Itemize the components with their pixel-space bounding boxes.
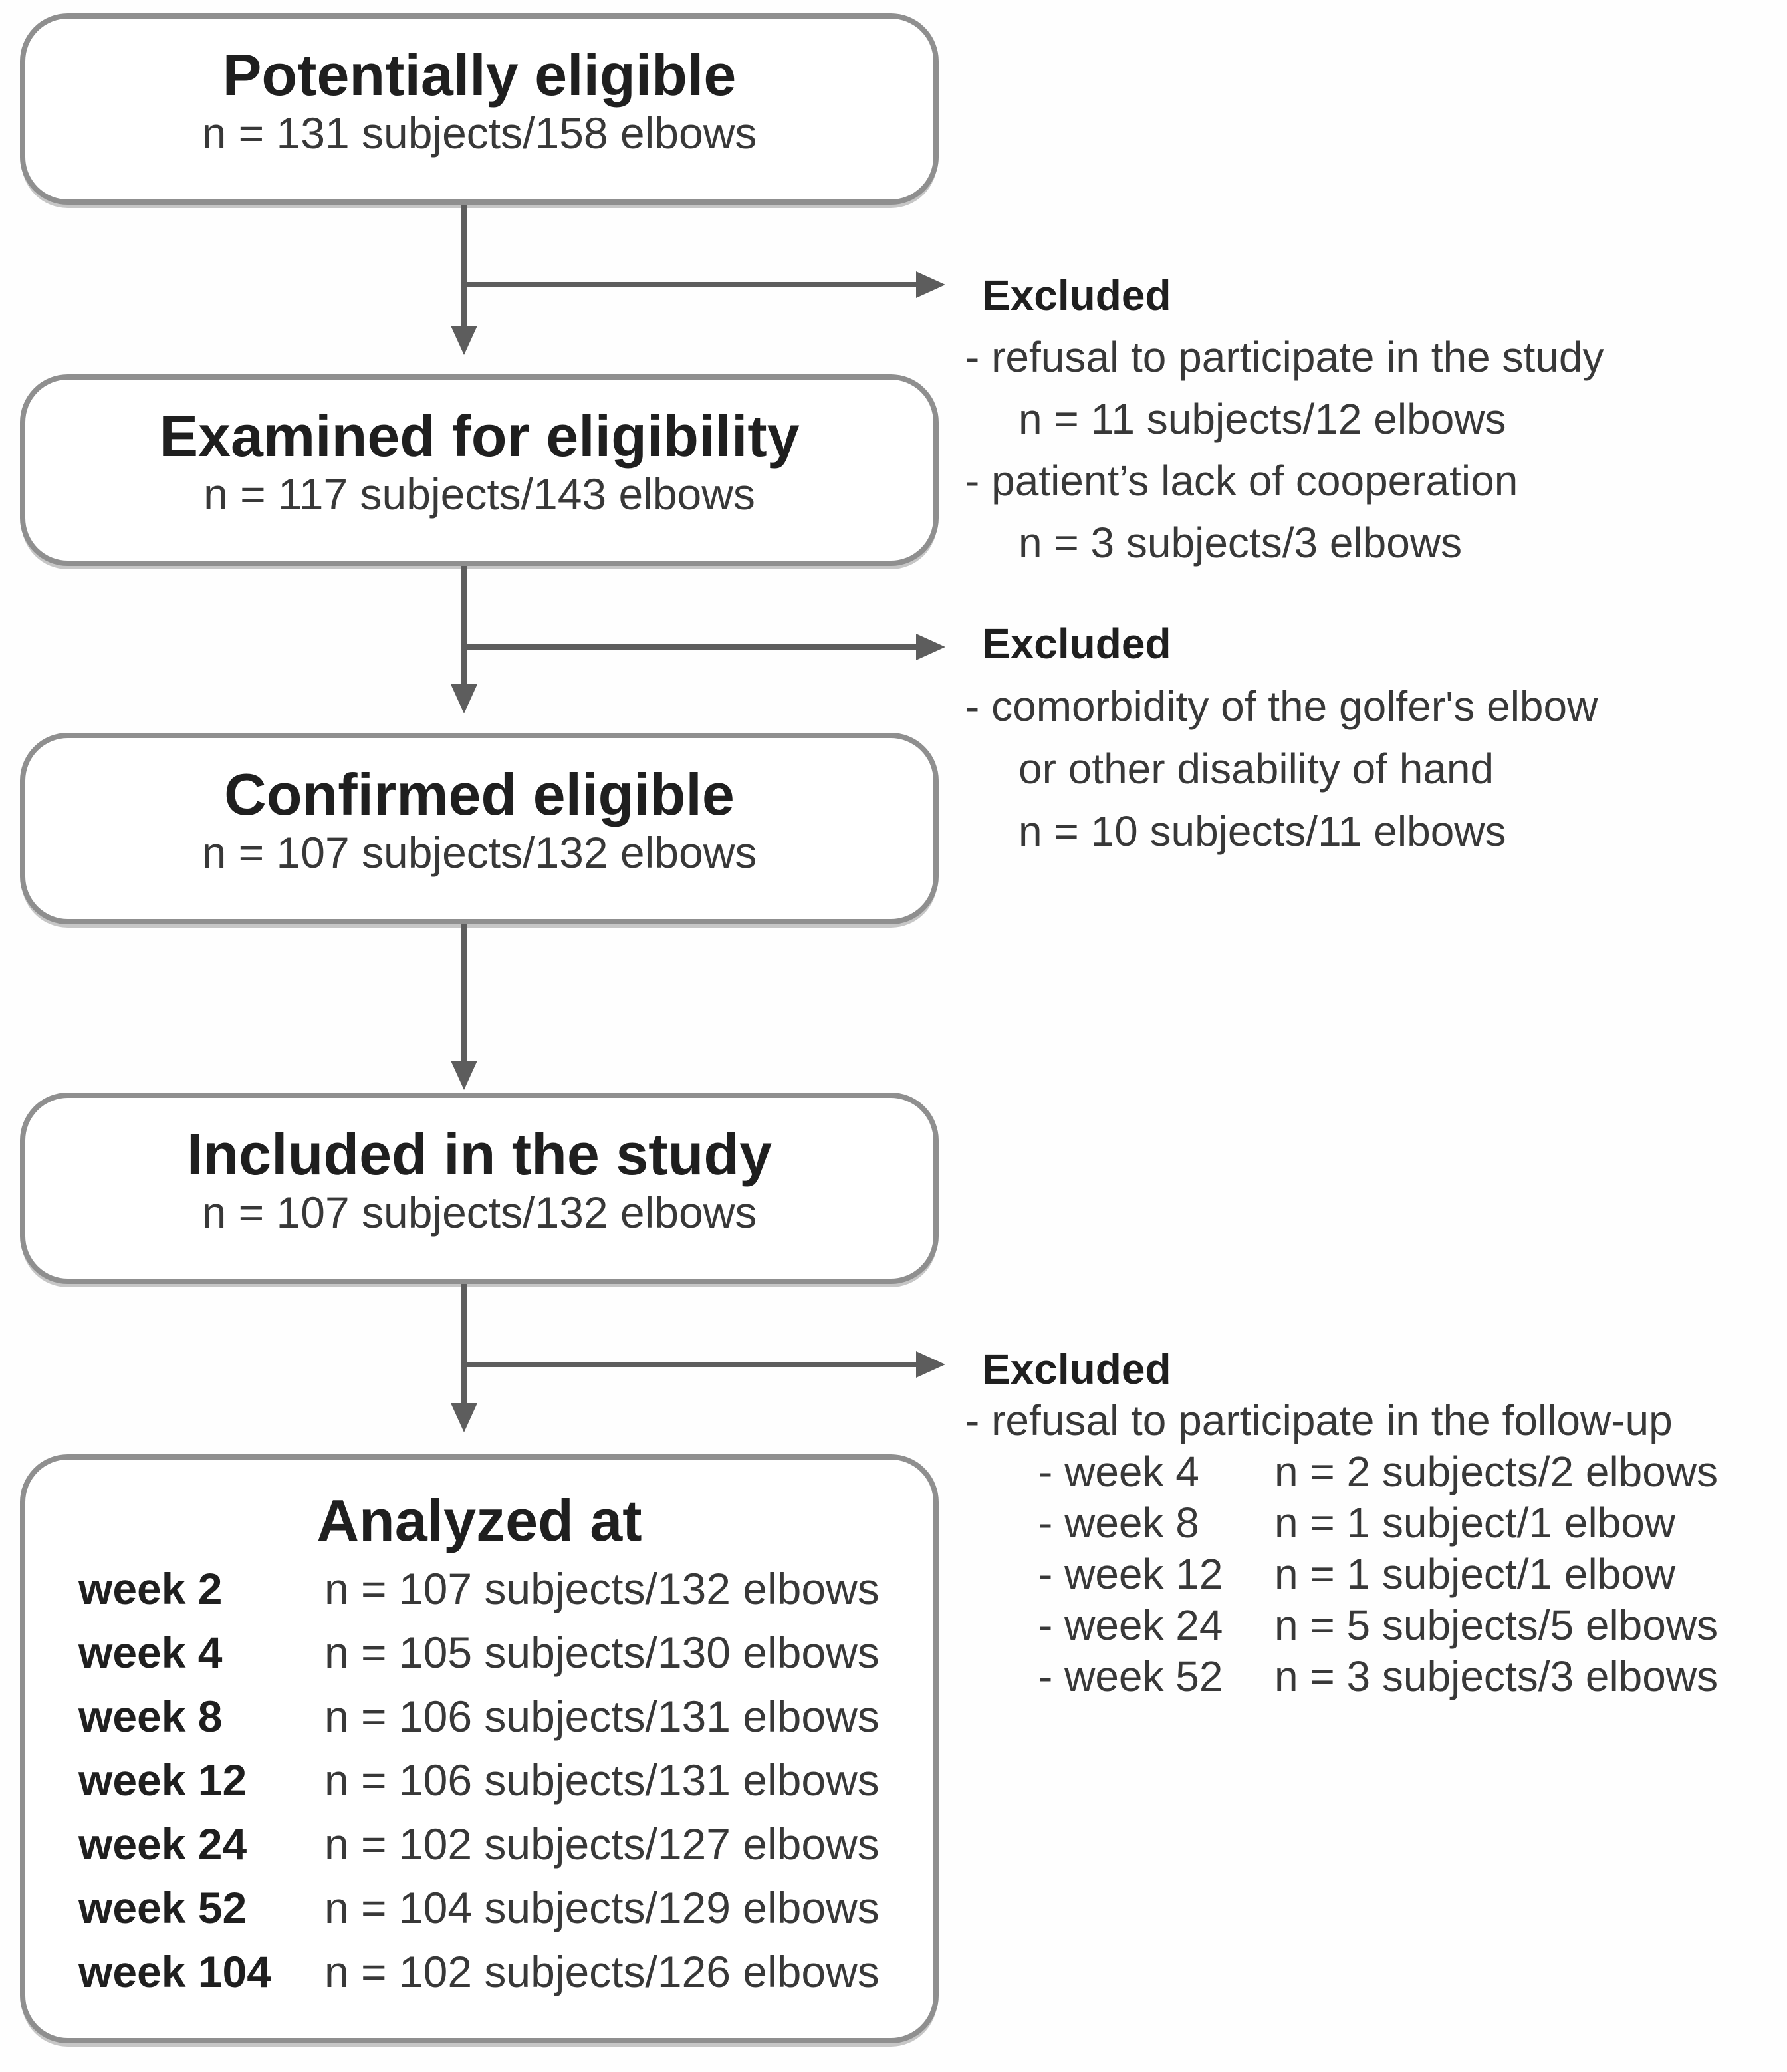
excluded-week-row: - week 52 n = 3 subjects/3 elbows — [965, 1650, 1787, 1702]
week-count: n = 3 subjects/3 elbows — [1274, 1652, 1719, 1700]
connector-horizontal — [464, 644, 916, 650]
arrow-down-icon — [451, 684, 477, 713]
week-label: - week 8 — [1038, 1498, 1199, 1547]
week-count: n = 106 subjects/131 elbows — [324, 1692, 880, 1741]
excluded-reason: - refusal to participate in the follow-u… — [965, 1396, 1673, 1444]
connector-horizontal — [464, 282, 916, 287]
week-count: n = 105 subjects/130 elbows — [324, 1628, 880, 1677]
connector-vertical — [461, 566, 467, 684]
excluded-block-3: Excluded - refusal to participate in the… — [965, 1343, 1787, 1702]
week-label: week 4 — [78, 1628, 223, 1677]
arrow-right-icon — [916, 271, 945, 298]
box-subtitle: n = 131 subjects/158 elbows — [201, 108, 757, 158]
week-label: week 12 — [78, 1755, 247, 1805]
analyzed-row: week 2 n = 107 subjects/132 elbows — [25, 1566, 933, 1611]
excluded-week-row: - week 24 n = 5 subjects/5 elbows — [965, 1599, 1787, 1650]
excluded-reason: - patient’s lack of cooperation — [965, 456, 1518, 505]
excluded-heading: Excluded — [982, 620, 1171, 668]
excluded-block-1: Excluded - refusal to participate in the… — [965, 264, 1787, 573]
excluded-heading: Excluded — [982, 1345, 1171, 1393]
excluded-reason: - refusal to participate in the study — [965, 332, 1604, 381]
excluded-count: n = 11 subjects/12 elbows — [1018, 394, 1506, 443]
analyzed-row: week 8 n = 106 subjects/131 elbows — [25, 1694, 933, 1739]
week-count: n = 1 subject/1 elbow — [1274, 1549, 1676, 1598]
flow-box-examined-for-eligibility: Examined for eligibility n = 117 subject… — [20, 374, 939, 566]
connector-vertical — [461, 924, 467, 1061]
flow-box-potentially-eligible: Potentially eligible n = 131 subjects/15… — [20, 13, 939, 205]
analyzed-rows: week 2 n = 107 subjects/132 elbows week … — [25, 1566, 933, 1994]
week-count: n = 5 subjects/5 elbows — [1274, 1601, 1719, 1649]
flow-box-included-in-study: Included in the study n = 107 subjects/1… — [20, 1093, 939, 1284]
week-label: - week 24 — [1038, 1601, 1223, 1649]
arrow-down-icon — [451, 1061, 477, 1090]
excluded-count: n = 3 subjects/3 elbows — [1018, 518, 1463, 567]
excluded-week-row: - week 12 n = 1 subject/1 elbow — [965, 1548, 1787, 1599]
arrow-right-icon — [916, 1351, 945, 1378]
week-label: - week 4 — [1038, 1447, 1199, 1495]
week-label: week 2 — [78, 1564, 223, 1613]
week-count: n = 107 subjects/132 elbows — [324, 1564, 880, 1613]
connector-vertical — [461, 205, 467, 326]
week-count: n = 106 subjects/131 elbows — [324, 1755, 880, 1805]
week-count: n = 102 subjects/127 elbows — [324, 1819, 880, 1869]
flow-box-analyzed-at: Analyzed at week 2 n = 107 subjects/132 … — [20, 1454, 939, 2043]
week-count: n = 1 subject/1 elbow — [1274, 1498, 1676, 1547]
excluded-heading: Excluded — [982, 271, 1171, 319]
excluded-reason: - comorbidity of the golfer's elbow — [965, 682, 1598, 730]
analyzed-row: week 104 n = 102 subjects/126 elbows — [25, 1949, 933, 1994]
week-label: - week 12 — [1038, 1549, 1223, 1598]
flow-box-confirmed-eligible: Confirmed eligible n = 107 subjects/132 … — [20, 733, 939, 924]
box-title: Potentially eligible — [222, 42, 737, 108]
arrow-down-icon — [451, 326, 477, 355]
analyzed-row: week 4 n = 105 subjects/130 elbows — [25, 1630, 933, 1675]
analyzed-row: week 12 n = 106 subjects/131 elbows — [25, 1757, 933, 1803]
box-title: Confirmed eligible — [224, 761, 735, 827]
analyzed-row: week 52 n = 104 subjects/129 elbows — [25, 1885, 933, 1930]
box-title: Examined for eligibility — [159, 403, 800, 469]
arrow-down-icon — [451, 1403, 477, 1432]
week-count: n = 2 subjects/2 elbows — [1274, 1447, 1719, 1495]
connector-horizontal — [464, 1362, 916, 1367]
week-label: - week 52 — [1038, 1652, 1223, 1700]
excluded-week-row: - week 8 n = 1 subject/1 elbow — [965, 1497, 1787, 1548]
box-subtitle: n = 117 subjects/143 elbows — [203, 469, 755, 519]
analyzed-row: week 24 n = 102 subjects/127 elbows — [25, 1821, 933, 1867]
arrow-right-icon — [916, 634, 945, 660]
connector-vertical — [461, 1284, 467, 1403]
excluded-block-2: Excluded - comorbidity of the golfer's e… — [965, 612, 1787, 862]
excluded-week-row: - week 4 n = 2 subjects/2 elbows — [965, 1446, 1787, 1497]
week-count: n = 104 subjects/129 elbows — [324, 1883, 880, 1932]
box-title: Included in the study — [186, 1121, 773, 1187]
excluded-count: n = 10 subjects/11 elbows — [1018, 807, 1506, 855]
box-subtitle: n = 107 subjects/132 elbows — [201, 1188, 757, 1237]
week-label: week 8 — [78, 1692, 223, 1741]
week-label: week 52 — [78, 1883, 247, 1932]
week-label: week 104 — [78, 1947, 271, 1996]
week-label: week 24 — [78, 1819, 247, 1869]
excluded-reason-cont: or other disability of hand — [1018, 745, 1494, 793]
box-subtitle: n = 107 subjects/132 elbows — [201, 828, 757, 877]
week-count: n = 102 subjects/126 elbows — [324, 1947, 880, 1996]
box-title: Analyzed at — [316, 1488, 642, 1553]
